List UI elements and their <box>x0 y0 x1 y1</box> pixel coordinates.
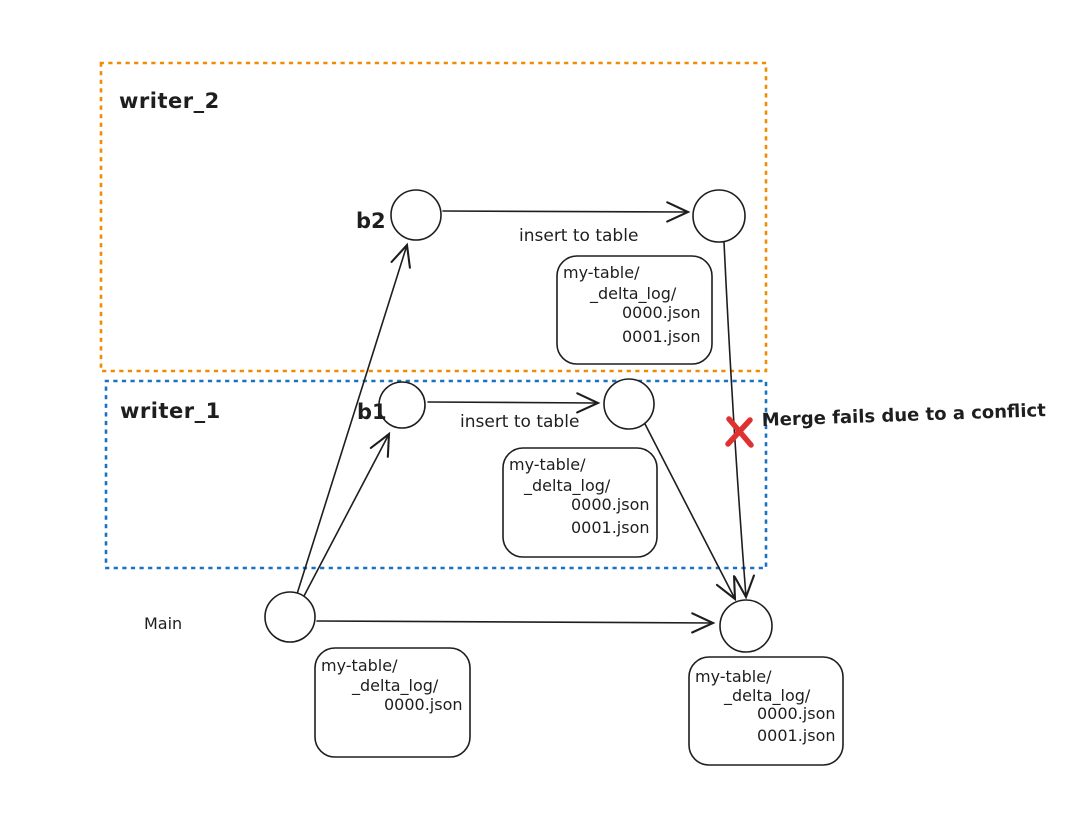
file-line: _delta_log/ <box>523 476 611 496</box>
file-line: 0000.json <box>622 303 701 322</box>
file-box-main-initial: my-table/ _delta_log/ 0000.json <box>314 647 471 758</box>
node-main-merge <box>719 599 773 653</box>
file-line-new: 0001.json <box>622 327 701 346</box>
conflict-x-icon <box>725 416 754 448</box>
file-line: my-table/ <box>695 667 772 686</box>
edge-branch-to-b2 <box>296 242 411 595</box>
file-line: my-table/ <box>563 263 640 282</box>
writer2-label: writer_2 <box>119 89 220 113</box>
file-line-new: 0001.json <box>757 726 836 745</box>
file-line: _delta_log/ <box>589 284 677 304</box>
file-line: 0000.json <box>384 695 463 714</box>
insert-to-table-label-writer2: insert to table <box>519 226 638 246</box>
node-b1-start <box>378 381 426 429</box>
insert-to-table-label-writer1: insert to table <box>460 412 579 432</box>
file-line: _delta_log/ <box>351 676 439 696</box>
node-writer2-commit <box>692 189 746 243</box>
b2-label: b2 <box>356 209 386 233</box>
file-line: my-table/ <box>321 656 398 675</box>
b1-label: b1 <box>357 400 387 424</box>
file-line: my-table/ <box>509 455 586 474</box>
node-main-start <box>264 591 316 643</box>
edge-main-timeline <box>316 612 716 634</box>
main-label: Main <box>144 614 182 633</box>
edge-insert-writer1 <box>427 392 601 414</box>
edge-insert-writer2 <box>442 201 691 223</box>
file-line-new: 0001.json <box>571 518 650 537</box>
file-box-writer1: my-table/ _delta_log/ 0000.json 0001.jso… <box>502 447 658 558</box>
file-line: 0000.json <box>757 704 836 723</box>
file-box-main-merged: my-table/ _delta_log/ 0000.json 0001.jso… <box>688 656 844 766</box>
edge-branch-to-b1 <box>303 431 391 597</box>
writer1-region <box>104 379 768 570</box>
writer2-region <box>99 61 768 373</box>
writer1-label: writer_1 <box>120 399 221 423</box>
file-line: 0000.json <box>571 495 650 514</box>
node-b2-start <box>390 189 442 241</box>
edge-merge-writer1 <box>644 423 737 602</box>
merge-fails-label: Merge fails due to a conflict <box>761 400 1046 431</box>
file-box-writer2: my-table/ _delta_log/ 0000.json 0001.jso… <box>556 255 713 365</box>
node-writer1-commit <box>603 378 655 430</box>
file-line: _delta_log/ <box>723 686 811 706</box>
